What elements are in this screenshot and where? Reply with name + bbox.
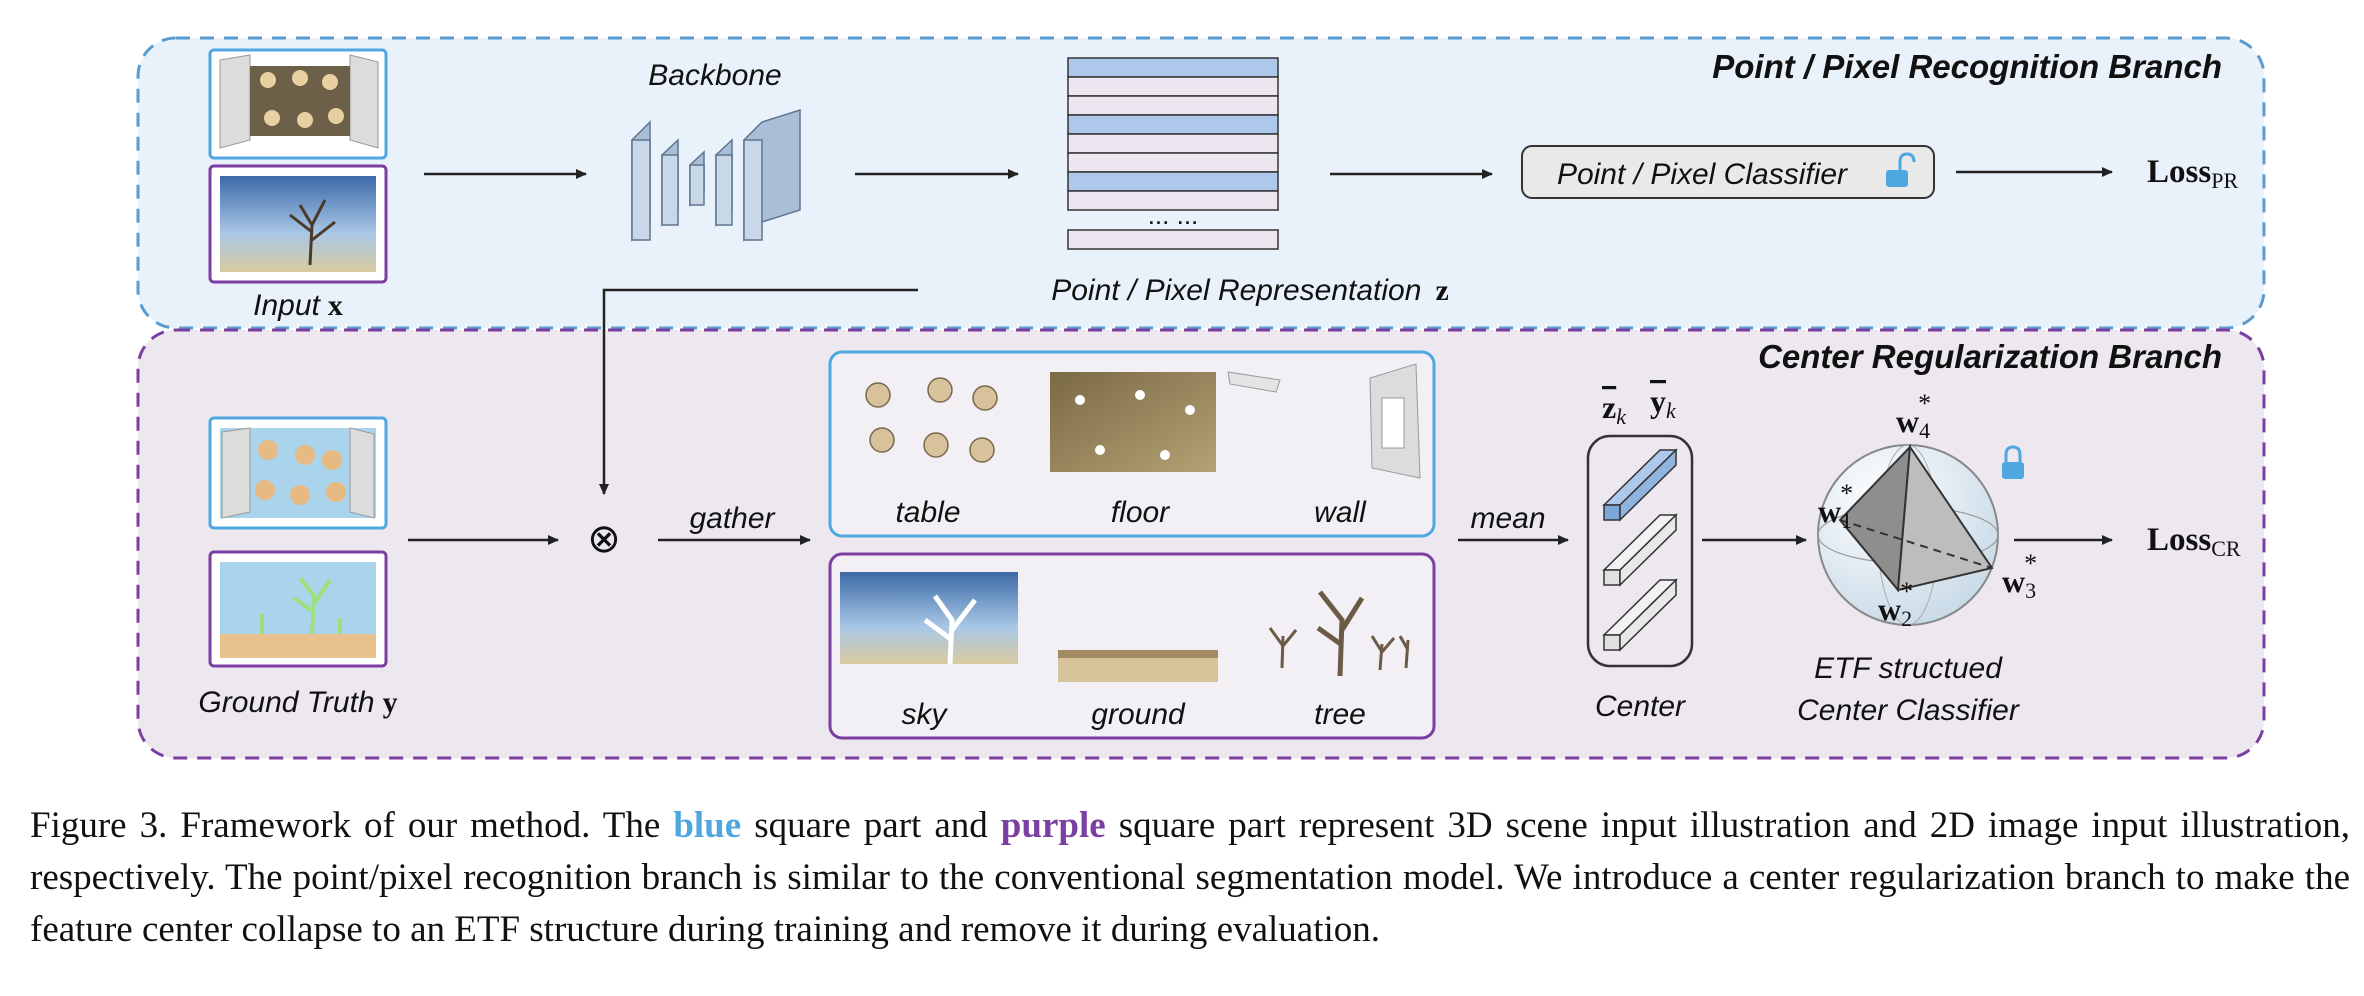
loss-pr-label: LossPR (2147, 154, 2238, 193)
regularization-branch-title: Center Regularization Branch (1758, 338, 2222, 375)
caption-purple-word: purple (1000, 805, 1106, 846)
loss-cr-label: LossCR (2147, 522, 2241, 561)
floor-class-thumbnail (1050, 372, 1216, 472)
backbone-network-icon (631, 108, 801, 242)
w4-vector-label: w4* (1896, 389, 1931, 443)
otimes-operator: ⊗ (587, 516, 621, 561)
ground-truth-2d-thumbnail (208, 550, 388, 668)
tree-class-thumbnail (1268, 590, 1410, 677)
class-label-tree: tree (1314, 698, 1366, 731)
center-z-symbol: zk (1602, 389, 1627, 429)
class-label-ground: ground (1091, 698, 1186, 731)
w3-vector-label: w3* (2002, 549, 2037, 603)
class-label-sky: sky (902, 698, 949, 731)
ground-class-thumbnail (1058, 650, 1218, 682)
wall-class-thumbnail (1227, 363, 1421, 479)
representation-ellipsis: ... ... (1148, 200, 1199, 230)
class-label-table: table (895, 496, 960, 529)
class-label-floor: floor (1111, 496, 1170, 529)
input-2d-image-thumbnail (208, 164, 388, 284)
class-label-wall: wall (1314, 496, 1367, 529)
w2-vector-label: w2* (1878, 577, 1913, 631)
recognition-branch-title: Point / Pixel Recognition Branch (1712, 48, 2222, 85)
caption-prefix: Figure 3. Framework of our method. The (30, 805, 661, 846)
etf-simplex-sphere (1817, 444, 1999, 626)
table-class-thumbnail (865, 377, 998, 463)
center-y-symbol: yk (1650, 383, 1677, 423)
figure-caption: Figure 3. Framework of our method. The b… (30, 800, 2350, 956)
etf-label-line2: Center Classifier (1797, 694, 2020, 727)
ground-truth-3d-thumbnail (208, 416, 388, 530)
backbone-label: Backbone (648, 59, 781, 92)
sky-class-thumbnail (840, 572, 1018, 665)
pixel-classifier-label: Point / Pixel Classifier (1557, 158, 1848, 191)
center-box (1586, 434, 1694, 668)
etf-label-line1: ETF structued (1814, 652, 2003, 685)
center-vectors-icon (1602, 448, 1678, 652)
locked-padlock-icon (2002, 445, 2024, 479)
unlocked-padlock-icon (1886, 152, 1916, 187)
w1-vector-label: w1* (1818, 479, 1853, 533)
gather-label: gather (689, 502, 775, 535)
caption-blue-word: blue (673, 805, 742, 846)
regularization-branch-box (136, 328, 2266, 760)
pixel-classifier-box (1521, 145, 1935, 199)
representation-feature-stack (1067, 57, 1279, 250)
mean-label: mean (1470, 502, 1545, 535)
caption-mid: square part and (754, 805, 988, 846)
framework-diagram: Point / Pixel Recognition Branch Center … (136, 36, 2266, 760)
input-3d-scene-thumbnail (208, 48, 388, 160)
caption-rest: square part represent 3D scene input ill… (30, 805, 2351, 950)
arrow-representation-to-gather (599, 288, 918, 495)
center-label: Center (1595, 690, 1686, 723)
